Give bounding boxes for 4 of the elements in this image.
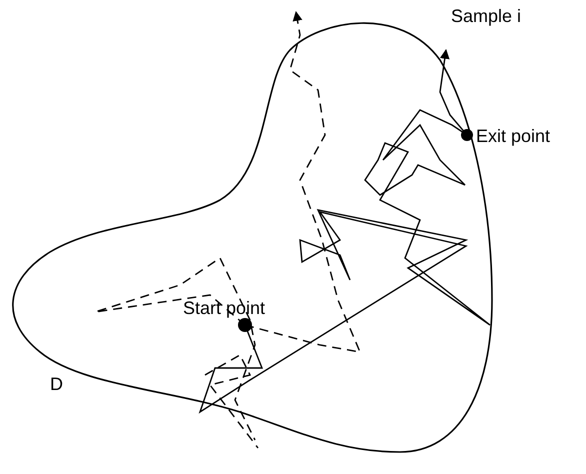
point-label: Start point: [183, 298, 266, 318]
sample-label: Sample i: [451, 6, 522, 26]
point-label: Exit point: [476, 126, 550, 146]
region-label: D: [50, 374, 63, 394]
